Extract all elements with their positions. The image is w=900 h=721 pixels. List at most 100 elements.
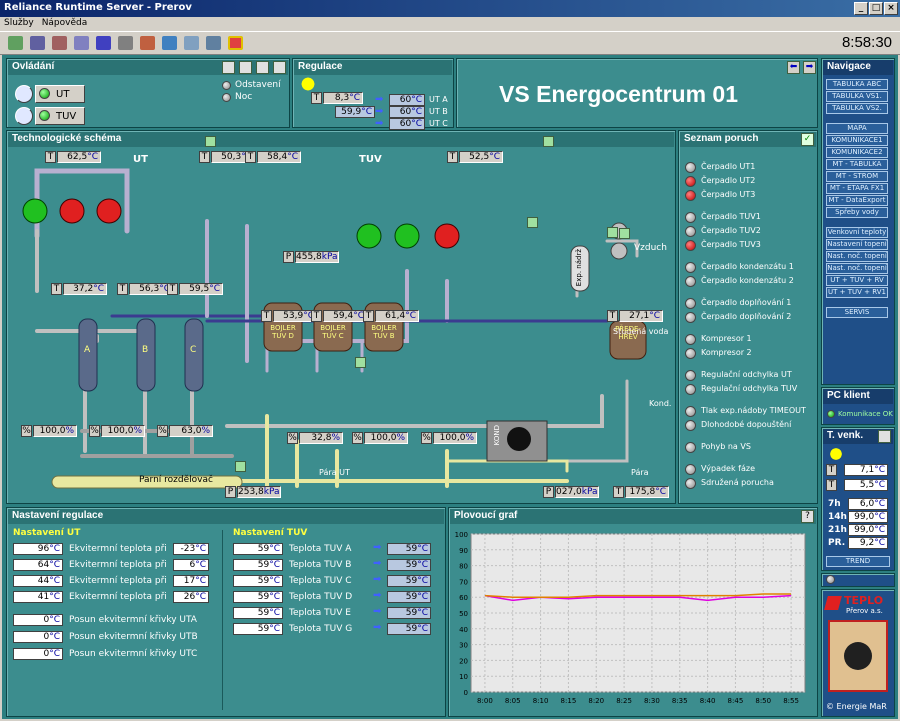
window-icon[interactable] xyxy=(74,36,89,50)
nav-item[interactable]: MT - DataExport xyxy=(826,195,888,206)
trend-button[interactable]: TREND xyxy=(826,556,890,567)
chart-icon[interactable] xyxy=(140,36,155,50)
tuv-actual-value: 59°C xyxy=(387,559,431,571)
login-icon[interactable] xyxy=(8,36,23,50)
acknowledge-button[interactable]: ✓ xyxy=(801,133,814,146)
chart-ytick: 50 xyxy=(459,610,468,618)
fault-led xyxy=(685,370,696,381)
nav-item[interactable]: UT + TUV + RV1 xyxy=(826,287,888,298)
tuv-setpoint-input[interactable]: 59°C xyxy=(233,623,283,635)
posun-input[interactable]: 0°C xyxy=(13,614,63,626)
tuv-setpoint-input[interactable]: 59°C xyxy=(233,575,283,587)
tuv-setpoint-input[interactable]: 59°C xyxy=(233,607,283,619)
nav-item[interactable]: TABULKA VS2. xyxy=(826,103,888,114)
ut-outdoor-input[interactable]: -23°C xyxy=(173,543,209,555)
ut-setpoint-input[interactable]: 41°C xyxy=(13,591,63,603)
tuv-setpoint-unit: °C xyxy=(269,560,280,570)
fault-label: Čerpadlo kondenzátu 1 xyxy=(701,262,794,271)
logo-sub: Přerov a.s. xyxy=(846,607,883,615)
valve-control-icon[interactable] xyxy=(235,461,246,472)
value-tag: T xyxy=(613,486,624,498)
tuv-setpoint-input[interactable]: 59°C xyxy=(233,559,283,571)
posun-unit: °C xyxy=(49,632,60,642)
tvenk-settings-icon[interactable] xyxy=(878,430,891,443)
nav-item[interactable]: TABULKA VS1. xyxy=(826,91,888,102)
regulace-ut-label: UT C xyxy=(429,119,448,128)
list-icon[interactable] xyxy=(184,36,199,50)
chart-xtick: 8:00 xyxy=(477,697,493,705)
pumps-tuv xyxy=(356,223,460,249)
nav-item[interactable]: SERVIS xyxy=(826,307,888,318)
nav-item[interactable]: KOMUNIKACE1 xyxy=(826,135,888,146)
minimize-button[interactable]: _ xyxy=(854,2,868,15)
nav-item[interactable]: TABULKA ABC xyxy=(826,79,888,90)
posun-input[interactable]: 0°C xyxy=(13,631,63,643)
ut-button[interactable]: UT xyxy=(35,85,85,103)
nav-item[interactable]: MAPA xyxy=(826,123,888,134)
prev-screen-button[interactable]: ⬅ xyxy=(787,61,800,74)
fault-led xyxy=(685,226,696,237)
menu-napoveda[interactable]: Nápověda xyxy=(41,18,88,28)
chart-ytick: 40 xyxy=(459,626,468,634)
key-icon[interactable] xyxy=(222,61,235,74)
ut-outdoor-num: 6 xyxy=(189,560,196,570)
forward-icon[interactable] xyxy=(118,36,133,50)
back-icon[interactable] xyxy=(96,36,111,50)
valve-control-icon[interactable] xyxy=(607,227,618,238)
ut-setpoint-input[interactable]: 96°C xyxy=(13,543,63,555)
sun-icon xyxy=(297,73,319,95)
para-ut-label: Pára UT xyxy=(319,468,350,477)
regulace-ut-num: 60 xyxy=(399,95,412,105)
odstaveni-led xyxy=(222,81,231,90)
graf-help-button[interactable]: ? xyxy=(801,510,814,523)
ut-outdoor-input[interactable]: 6°C xyxy=(173,559,209,571)
nav-item[interactable]: MT - STROM xyxy=(826,171,888,182)
nav-item[interactable]: MT - ETAPA FX1 xyxy=(826,183,888,194)
valve-control-icon[interactable] xyxy=(527,217,538,228)
tuv-setpoint-num: 59 xyxy=(257,576,270,586)
tuv-button[interactable]: TUV xyxy=(35,107,85,125)
tuv-setpoint-input[interactable]: 59°C xyxy=(233,543,283,555)
chart-xtick: 8:05 xyxy=(505,697,521,705)
menu-sluzby[interactable]: Služby xyxy=(4,18,34,28)
tuv-setpoint-input[interactable]: 59°C xyxy=(233,591,283,603)
ut-outdoor-input[interactable]: 26°C xyxy=(173,591,209,603)
nav-item[interactable]: KOMUNIKACE2 xyxy=(826,147,888,158)
posun-label: Posun ekvitermní křivky UTB xyxy=(69,632,198,642)
clock-settings-icon[interactable] xyxy=(273,61,286,74)
tuv-clock-icon[interactable] xyxy=(15,107,33,125)
valve-control-icon[interactable] xyxy=(205,136,216,147)
value-tag: T xyxy=(245,151,256,163)
sum-icon[interactable] xyxy=(239,61,252,74)
ut-outdoor-input[interactable]: 17°C xyxy=(173,575,209,587)
ut-setpoint-input[interactable]: 44°C xyxy=(13,575,63,587)
nav-item[interactable]: Nast. noč. topení xyxy=(826,263,888,274)
nav-item[interactable]: UT + TUV + RV xyxy=(826,275,888,286)
print-icon[interactable] xyxy=(206,36,221,50)
next-screen-button[interactable]: ➡ xyxy=(803,61,816,74)
ut-setpoint-label: Ekvitermní teplota při xyxy=(69,592,167,602)
table-icon[interactable] xyxy=(162,36,177,50)
exit-icon[interactable] xyxy=(52,36,67,50)
tuv-setpoint-label: Teplota TUV C xyxy=(289,576,352,586)
ut-setpoint-input[interactable]: 64°C xyxy=(13,559,63,571)
logout-icon[interactable] xyxy=(30,36,45,50)
close-button[interactable]: × xyxy=(884,2,898,15)
regulace-ut-label: UT B xyxy=(429,107,448,116)
ut-clock-icon[interactable] xyxy=(15,85,33,103)
valve-control-icon[interactable] xyxy=(355,357,366,368)
nav-item[interactable]: Nastavení topení xyxy=(826,239,888,250)
posun-input[interactable]: 0°C xyxy=(13,648,63,660)
predehrev-label: PŘEDE-HŘEV xyxy=(615,325,641,341)
maximize-button[interactable]: □ xyxy=(869,2,883,15)
nav-item[interactable]: Nast. noč. topení xyxy=(826,251,888,262)
valve-control-icon[interactable] xyxy=(619,228,630,239)
calc-icon[interactable] xyxy=(256,61,269,74)
alarm-icon[interactable] xyxy=(228,36,243,50)
nav-item[interactable]: MT - TABULKA xyxy=(826,159,888,170)
boiler-b-label: BOJLER TUV B xyxy=(371,324,397,340)
nav-item[interactable]: Spřeby vody xyxy=(826,207,888,218)
chart-ytick: 30 xyxy=(459,642,468,650)
nav-item[interactable]: Venkovní teploty xyxy=(826,227,888,238)
valve-control-icon[interactable] xyxy=(543,136,554,147)
